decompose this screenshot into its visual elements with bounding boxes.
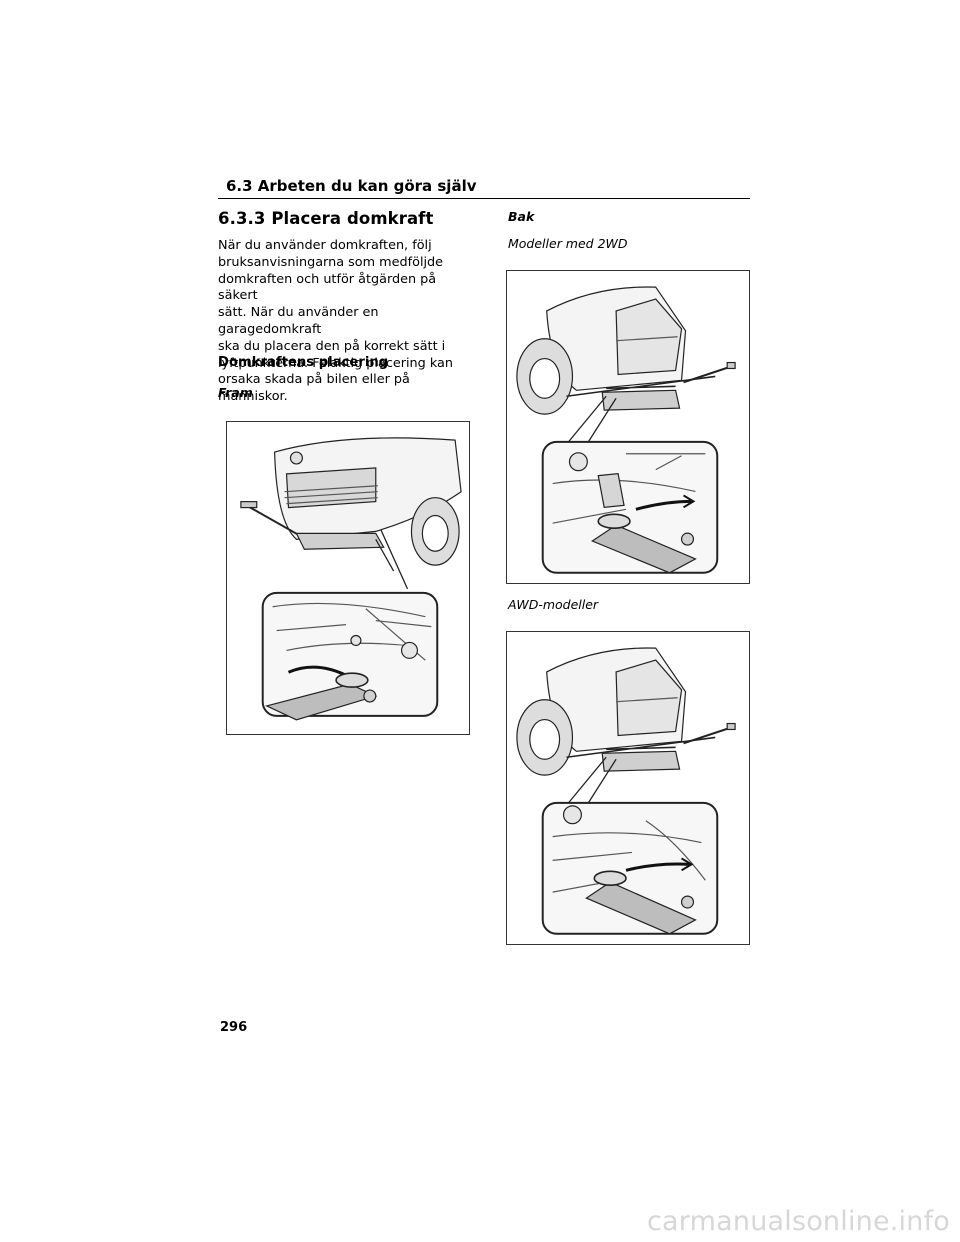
page-number: 296 bbox=[220, 1020, 248, 1035]
jack-placement-heading: Domkraftens placering bbox=[218, 355, 389, 370]
watermark-text: carmanualsonline.info bbox=[647, 1206, 950, 1237]
section-header: 6.3 Arbeten du kan göra själv bbox=[226, 177, 477, 195]
front-jack-illustration bbox=[226, 421, 470, 735]
rear-2wd-jack-illustration bbox=[506, 270, 750, 584]
intro-line: orsaka skada på bilen eller på människor… bbox=[218, 372, 410, 405]
rear-awd-jack-drawing bbox=[516, 647, 736, 935]
intro-line: domkraften och utför åtgärden på säkert bbox=[218, 271, 437, 304]
front-jack-drawing bbox=[240, 437, 462, 721]
intro-paragraph: När du använder domkraften, följ bruksan… bbox=[218, 238, 470, 406]
page-title: 6.3.3 Placera domkraft bbox=[218, 209, 434, 228]
rear-label: Bak bbox=[508, 209, 535, 224]
intro-line: lyftpunkterna. Felaktig placering kan bbox=[218, 355, 453, 371]
rear-2wd-label: Modeller med 2WD bbox=[508, 236, 628, 251]
rear-2wd-jack-drawing bbox=[516, 286, 736, 574]
rear-awd-jack-illustration bbox=[506, 631, 750, 945]
intro-line: bruksanvisningarna som medföljde bbox=[218, 254, 444, 270]
intro-line: När du använder domkraften, följ bbox=[218, 238, 432, 253]
header-rule bbox=[218, 198, 750, 199]
intro-line: ska du placera den på korrekt sätt i bbox=[218, 338, 446, 354]
rear-awd-label: AWD-modeller bbox=[508, 597, 599, 612]
intro-line: sätt. När du använder en garagedomkraft bbox=[218, 305, 379, 337]
front-label: Fram bbox=[218, 385, 253, 400]
